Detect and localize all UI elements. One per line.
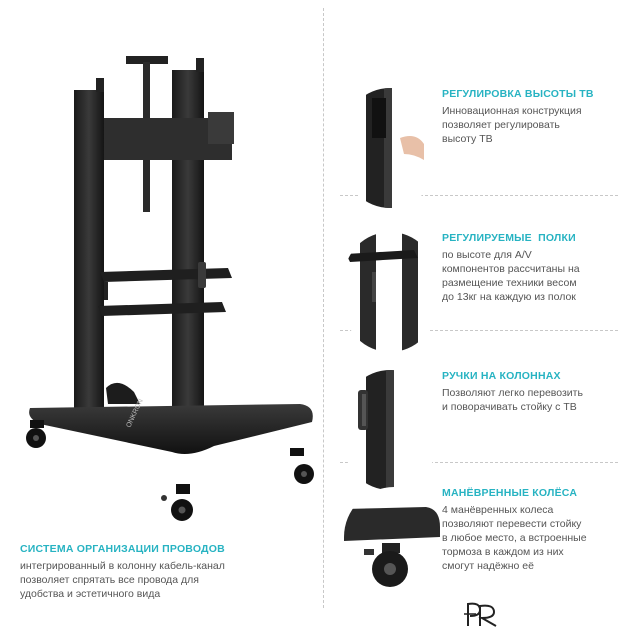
feature-title: РЕГУЛИРУЕМЫЕ ПОЛКИ <box>442 232 576 244</box>
feature-handles: РУЧКИ НА КОЛОННАХ Позволяют легко перево… <box>340 370 622 500</box>
vertical-divider <box>323 8 324 608</box>
divider-2 <box>340 330 618 331</box>
brand-logo <box>462 600 502 628</box>
cable-management-description: интегрированный в колонну кабель-канал п… <box>20 560 225 600</box>
tv-stand-image: ONKRON <box>0 0 340 540</box>
wheel-icon <box>344 487 444 607</box>
feature-title: МАНЁВРЕННЫЕ КОЛЁСА <box>442 487 578 499</box>
handle-icon <box>344 370 436 490</box>
feature-description: по высоте для A/V компонентов рассчитаны… <box>442 249 580 303</box>
feature-shelves: РЕГУЛИРУЕМЫЕ ПОЛКИ по высоте для A/V ком… <box>340 232 622 362</box>
feature-height-adjust: РЕГУЛИРОВКА ВЫСОТЫ ТВ Инновационная конс… <box>340 88 622 218</box>
divider-3 <box>340 462 618 463</box>
cable-management-title: СИСТЕМА ОРГАНИЗАЦИИ ПРОВОДОВ <box>20 543 225 555</box>
height-adjust-icon <box>344 88 436 208</box>
feature-description: Инновационная конструкция позволяет регу… <box>442 105 582 145</box>
feature-title: РЕГУЛИРОВКА ВЫСОТЫ ТВ <box>442 88 594 100</box>
feature-title: РУЧКИ НА КОЛОННАХ <box>442 370 561 382</box>
cable-management-section: СИСТЕМА ОРГАНИЗАЦИИ ПРОВОДОВ интегрирова… <box>20 543 300 601</box>
feature-description: 4 манёвренных колеса позволяют перевести… <box>442 504 587 572</box>
feature-wheels: МАНЁВРЕННЫЕ КОЛЁСА 4 манёвренных колеса … <box>340 487 622 617</box>
feature-description: Позволяют легко перевозить и поворачиват… <box>442 387 583 413</box>
divider-1 <box>340 195 618 196</box>
shelf-icon <box>344 232 436 352</box>
